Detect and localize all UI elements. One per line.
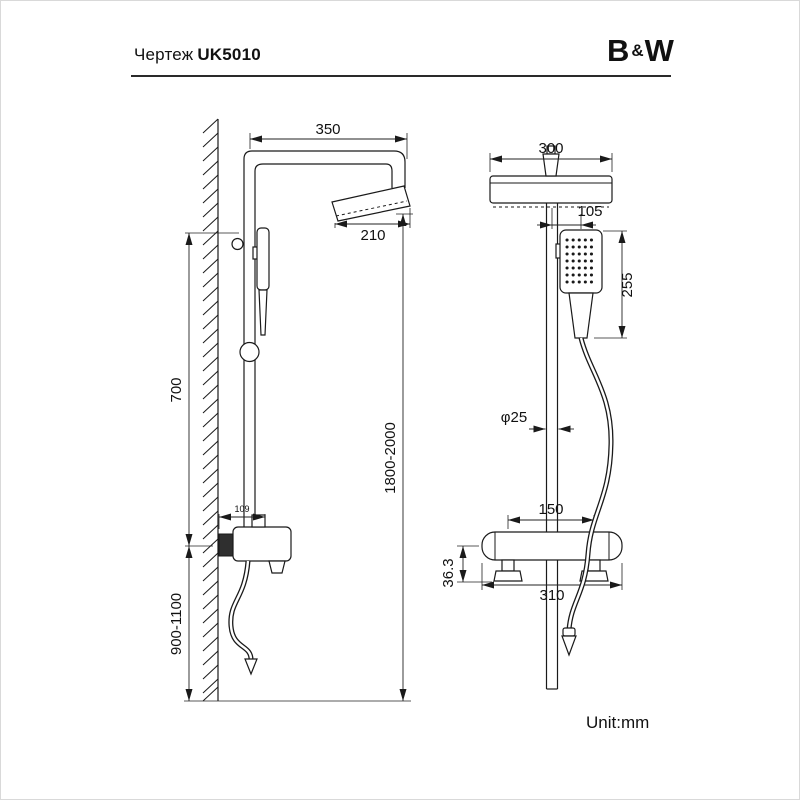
slider-knob <box>239 341 260 363</box>
spout-side <box>268 560 286 574</box>
mixer-body-front <box>481 531 623 561</box>
dim-255: 255 <box>619 272 636 297</box>
unit-label: Unit:mm <box>586 713 650 732</box>
overhead-shower-front <box>489 175 613 204</box>
hand-shower-handle-side <box>258 289 268 336</box>
overhead-shower-side <box>331 185 411 222</box>
dim-210: 210 <box>360 227 385 244</box>
header-divider <box>131 75 671 77</box>
dim-105: 105 <box>577 203 602 220</box>
wall-hatching <box>202 118 219 702</box>
dim-310: 310 <box>539 587 564 604</box>
hand-shower-handle-front <box>568 292 594 339</box>
dim-36-3: 36.3 <box>440 558 457 587</box>
arm-connector-front <box>542 153 560 177</box>
hose-side-core <box>229 560 253 662</box>
hand-shower-side <box>256 227 270 291</box>
doc-title-model: UK5010 <box>197 45 261 64</box>
dim-1800-2000: 1800-2000 <box>382 422 399 494</box>
riser-arm-inner <box>254 163 393 529</box>
mixer-body-side <box>232 526 292 562</box>
front-view: 300 105 255 φ25 <box>440 140 636 690</box>
hose-front-core <box>567 337 613 631</box>
doc-title-label: Чертеж <box>134 45 194 64</box>
dim-109: 109 <box>234 504 249 514</box>
dim-150: 150 <box>538 501 563 518</box>
brand-ampersand: & <box>631 41 644 60</box>
wall-connector-left <box>501 559 515 572</box>
wall-flange-left <box>493 570 523 582</box>
brand-letter-b: B <box>607 33 631 68</box>
dim-900-1100: 900-1100 <box>168 593 185 655</box>
wall-connection-plate <box>218 533 234 557</box>
side-view: 350 210 700 900-1100 1800-2000 109 <box>168 118 413 702</box>
hose-end-side <box>244 658 258 676</box>
wall-connector-right <box>587 559 601 572</box>
hose-end-front <box>561 635 577 657</box>
brand-logo: B&W <box>607 33 675 69</box>
hose-front <box>566 337 614 631</box>
dim-300: 300 <box>538 140 563 157</box>
riser-arm-outer <box>243 150 406 529</box>
dim-700: 700 <box>168 377 185 402</box>
dim-350: 350 <box>315 121 340 138</box>
spray-face-dashed-side <box>335 200 408 217</box>
hose-nozzle-front <box>562 627 576 637</box>
brand-letter-w: W <box>644 33 675 68</box>
holder-knob <box>231 237 244 251</box>
dim-d25: φ25 <box>501 409 527 426</box>
